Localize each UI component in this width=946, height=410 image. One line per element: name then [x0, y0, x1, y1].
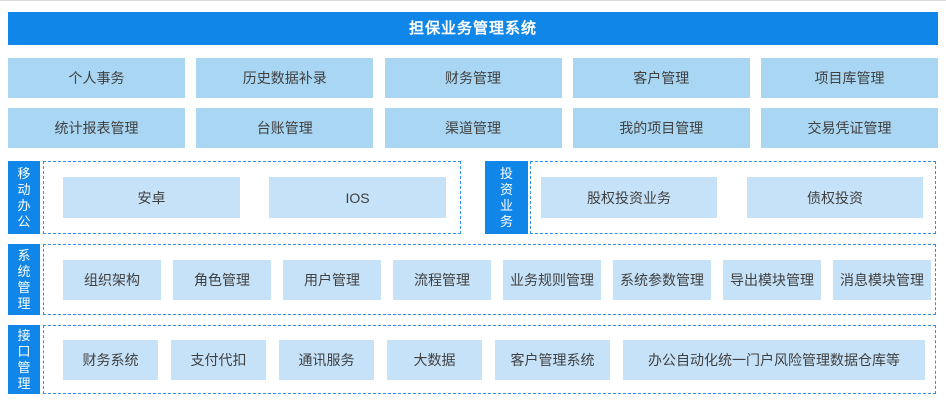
submodule-business-rules[interactable]: 业务规则管理	[503, 259, 601, 300]
section-label-interface-management: 接口管理	[8, 325, 40, 394]
module-cell-personal-affairs[interactable]: 个人事务	[8, 58, 185, 98]
submodule-oa-portal-risk-warehouse[interactable]: 办公自动化统一门户风险管理数据仓库等	[623, 339, 925, 380]
submodule-user-management[interactable]: 用户管理	[283, 259, 381, 300]
module-row-2: 统计报表管理 台账管理 渠道管理 我的项目管理 交易凭证管理	[8, 108, 938, 148]
module-cell-stats-report[interactable]: 统计报表管理	[8, 108, 185, 148]
submodule-ios[interactable]: IOS	[269, 177, 446, 218]
submodule-process-management[interactable]: 流程管理	[393, 259, 491, 300]
module-cell-channel-management[interactable]: 渠道管理	[384, 108, 562, 148]
submodule-finance-system[interactable]: 财务系统	[63, 339, 158, 380]
module-cell-customer-management[interactable]: 客户管理	[572, 58, 750, 98]
module-cell-history-data-entry[interactable]: 历史数据补录	[196, 58, 374, 98]
module-cell-project-library[interactable]: 项目库管理	[761, 58, 938, 98]
submodule-equity-investment[interactable]: 股权投资业务	[541, 177, 717, 218]
module-cell-transaction-voucher[interactable]: 交易凭证管理	[761, 108, 938, 148]
submodule-export-module[interactable]: 导出模块管理	[723, 259, 821, 300]
submodule-system-parameters[interactable]: 系统参数管理	[613, 259, 711, 300]
submodule-message-module[interactable]: 消息模块管理	[833, 259, 931, 300]
section-gap	[461, 161, 485, 234]
submodule-role-management[interactable]: 角色管理	[173, 259, 271, 300]
interface-management-panel: 财务系统 支付代扣 通讯服务 大数据 客户管理系统 办公自动化统一门户风险管理数…	[43, 325, 936, 394]
section-row-system-management: 系统管理 组织架构 角色管理 用户管理 流程管理 业务规则管理 系统参数管理 导…	[8, 244, 938, 315]
module-cell-my-projects[interactable]: 我的项目管理	[572, 108, 750, 148]
section-label-system-management: 系统管理	[8, 244, 40, 315]
section-label-mobile-office: 移动办公	[8, 161, 40, 234]
submodule-debt-investment[interactable]: 债权投资	[747, 177, 923, 218]
submodule-communication-service[interactable]: 通讯服务	[279, 339, 374, 380]
section-label-investment-business: 投资业务	[485, 161, 528, 234]
page-title: 担保业务管理系统	[408, 20, 537, 37]
section-row-interface-management: 接口管理 财务系统 支付代扣 通讯服务 大数据 客户管理系统 办公自动化统一门户…	[8, 325, 938, 394]
submodule-org-structure[interactable]: 组织架构	[63, 259, 161, 300]
investment-business-panel: 股权投资业务 债权投资	[530, 161, 936, 234]
mobile-office-panel: 安卓 IOS	[43, 161, 461, 234]
submodule-crm-system[interactable]: 客户管理系统	[495, 339, 610, 380]
submodule-payment-withholding[interactable]: 支付代扣	[171, 339, 266, 380]
module-row-1: 个人事务 历史数据补录 财务管理 客户管理 项目库管理	[8, 58, 938, 98]
submodule-android[interactable]: 安卓	[63, 177, 240, 218]
system-title-banner: 担保业务管理系统	[8, 12, 938, 45]
section-row-mobile-and-investment: 移动办公 安卓 IOS 投资业务 股权投资业务 债权投资	[8, 161, 938, 234]
module-cell-finance-management[interactable]: 财务管理	[384, 58, 562, 98]
submodule-big-data[interactable]: 大数据	[387, 339, 482, 380]
system-management-panel: 组织架构 角色管理 用户管理 流程管理 业务规则管理 系统参数管理 导出模块管理…	[43, 244, 936, 315]
module-cell-ledger-management[interactable]: 台账管理	[196, 108, 374, 148]
